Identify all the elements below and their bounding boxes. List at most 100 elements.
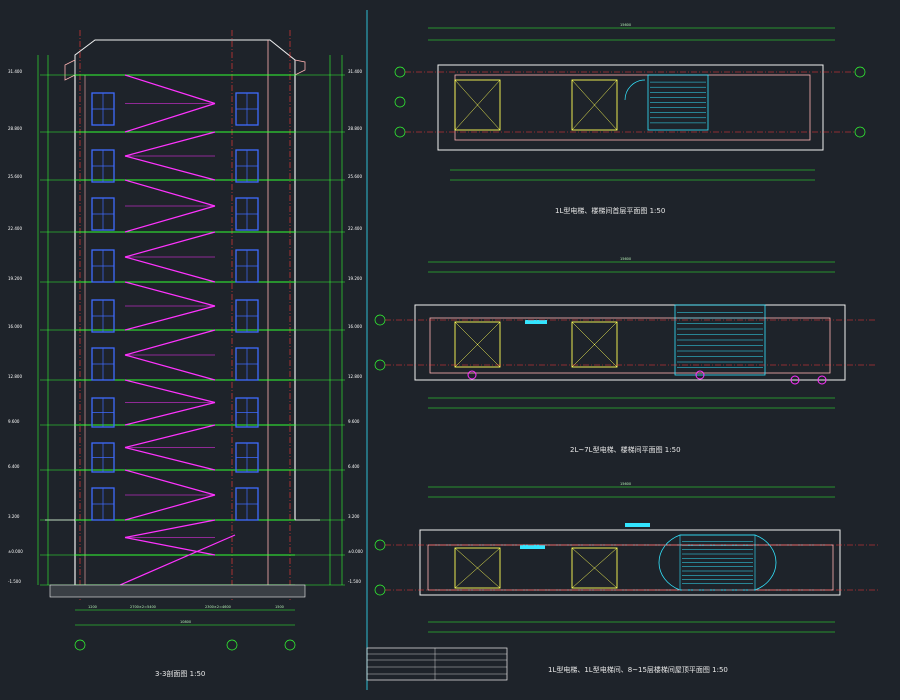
level-mark-right: 28.800: [348, 126, 362, 131]
plan-mid-caption: 2L~7L型电梯、楼梯间平面图 1:50: [570, 445, 681, 454]
level-mark-left: 22.400: [8, 226, 22, 231]
plan-mid-elevator-1: [454, 321, 501, 368]
ground-hatch: [49, 584, 306, 598]
plan-mid-hydrant-4: [817, 375, 827, 385]
section-bottom-dim-1: 2700×2=5400: [130, 605, 156, 609]
section-axis-bubble-1: [74, 639, 86, 651]
plan-top-stair: [647, 74, 709, 131]
plan-top-axis-bubble-g: [394, 96, 406, 108]
plan-mid-stair: [674, 304, 766, 376]
level-mark-right: 9.600: [348, 419, 360, 424]
section-axis-bubble-3: [284, 639, 296, 651]
stair-flight-lower: [124, 494, 216, 521]
plan-top-view: 15600 1L型电梯、楼梯间首层平面图 1:50: [394, 23, 866, 215]
plan-top-axis-bubble-f-right: [854, 126, 866, 138]
plan-bot-elevator-2-cross-b: [571, 547, 618, 589]
level-mark-right: ±0.000: [348, 549, 363, 554]
plan-top-total-dim: 15600: [620, 23, 631, 27]
plan-bot-elevator-1-cross-b: [454, 547, 501, 589]
level-mark-left: 28.800: [8, 126, 22, 131]
plan-top-elevator-2-cross-b: [571, 79, 618, 131]
plan-top-elevator-1-cross-b: [454, 79, 501, 131]
title-block: [366, 647, 508, 681]
level-mark-left: 3.200: [8, 514, 20, 519]
level-mark-right: 31.400: [348, 69, 362, 74]
plan-bot-caption: 1L型电梯、1L型电梯间、8~15层楼梯间屋顶平面图 1:50: [548, 665, 728, 674]
plan-mid-hydrant-3: [790, 375, 800, 385]
level-mark-left: 12.800: [8, 374, 22, 379]
plan-top-outline: [437, 64, 824, 151]
plan-top-stair-treads: [650, 81, 706, 124]
section-bottom-dim-0: 1200: [88, 605, 97, 609]
level-mark-right: 3.200: [348, 514, 360, 519]
stair-flight-upper: [124, 379, 216, 404]
plan-mid-elevator-1-cross-b: [454, 321, 501, 368]
section-caption: 3-3剖面图 1:50: [155, 669, 205, 678]
plan-bot-cyan-beam-2: [625, 523, 650, 527]
level-mark-right: 22.400: [348, 226, 362, 231]
stair-flight-lower: [124, 205, 216, 233]
plan-bot-outline: [419, 529, 841, 596]
plan-bot-cyan-beam: [520, 545, 545, 549]
level-mark-left: 25.600: [8, 174, 22, 179]
plan-mid-hydrant-1: [467, 370, 477, 380]
level-mark-left: ±0.000: [8, 549, 23, 554]
plan-bot-total-dim: 15600: [620, 482, 631, 486]
level-mark-right: 12.800: [348, 374, 362, 379]
stair-flight-lower: [124, 155, 216, 181]
plan-mid-elevator-2-cross-b: [571, 321, 618, 368]
stair-flight-lower: [124, 305, 216, 331]
section-axis-bubble-2: [226, 639, 238, 651]
stair-flight-lower: [124, 536, 216, 556]
stair-flight-upper: [124, 281, 216, 307]
stair-flight-upper: [124, 329, 216, 356]
stair-flight-upper: [124, 519, 216, 539]
level-mark-left: 19.200: [8, 276, 22, 281]
roof-left-eave: [64, 59, 76, 81]
roof-outline: [74, 39, 296, 75]
level-mark-left: 16.000: [8, 324, 22, 329]
plan-bottom-view: 15600 1L型电梯、1L型电梯间、8~15层楼梯间屋顶平面图 1:50: [374, 482, 880, 674]
level-mark-right: 6.400: [348, 464, 360, 469]
stair-flight-upper: [124, 74, 216, 105]
plan-bot-stair-treads: [682, 541, 753, 584]
stair-flight-upper: [124, 424, 216, 449]
level-mark-left: 31.400: [8, 69, 22, 74]
stair-flight-lower: [124, 354, 216, 381]
stair-flight-upper: [124, 179, 216, 207]
level-mark-right: 19.200: [348, 276, 362, 281]
stair-flight-base: [119, 534, 236, 586]
plan-mid-cyan-beam: [525, 320, 547, 324]
stair-flight-upper: [124, 231, 216, 258]
stair-flight-lower: [124, 446, 216, 471]
level-markers: 31.400 31.400 28.800 28.800 25.600 25.600 22.4…: [8, 69, 363, 584]
plan-mid-stair-treads: [677, 312, 763, 368]
level-mark-right: 16.000: [348, 324, 362, 329]
plan-mid-hydrant-2: [695, 370, 705, 380]
plan-mid-elevator-2: [571, 321, 618, 368]
stair-flights: [119, 74, 236, 586]
plan-top-door-swing: [624, 79, 646, 101]
title-block-frame: [366, 647, 508, 681]
stair-flight-lower: [124, 102, 216, 133]
level-mark-left: -1.500: [8, 579, 21, 584]
section-bottom-dim-2: 2300×2=4600: [205, 605, 231, 609]
level-mark-left: 6.400: [8, 464, 20, 469]
stair-flight-lower: [124, 401, 216, 426]
level-mark-right: 25.600: [348, 174, 362, 179]
section-view: 31.400 31.400 28.800 28.800 25.600 25.600 22.4…: [8, 30, 363, 678]
plan-top-axis-bubble-h-right: [854, 66, 866, 78]
plan-bot-elevator-1: [454, 547, 501, 589]
stair-flight-lower: [124, 256, 216, 283]
windows-left-column: [91, 92, 115, 521]
plan-top-elevator-1: [454, 79, 501, 131]
stair-flight-upper: [124, 131, 216, 157]
plan-top-elevator-2: [571, 79, 618, 131]
roof-right-eave: [294, 59, 306, 76]
plan-mid-outline: [414, 304, 846, 381]
section-bottom-total: 10800: [180, 620, 191, 624]
plan-bot-elevator-2: [571, 547, 618, 589]
level-mark-left: 9.600: [8, 419, 20, 424]
